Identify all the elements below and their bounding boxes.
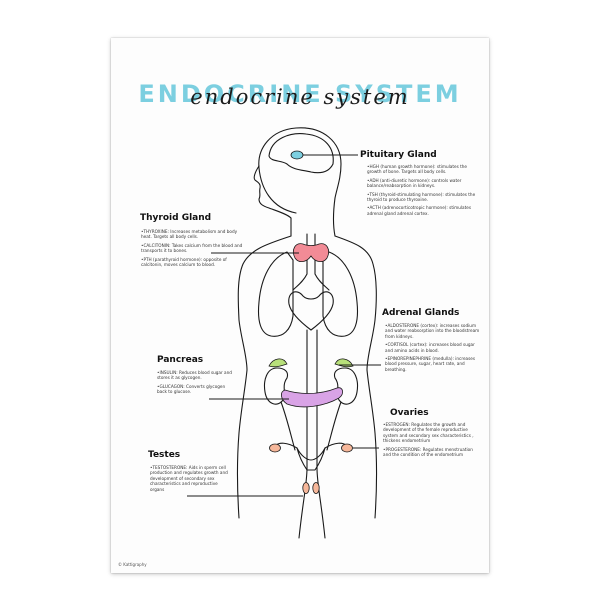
testes-icon-left bbox=[302, 482, 310, 494]
testes-description: •TESTOSTERONE: Aids in sperm cell produc… bbox=[150, 465, 232, 495]
ovaries-description: •ESTROGEN: Regulates the growth and deve… bbox=[383, 422, 479, 460]
adrenal-description: •ALDOSTERONE (cortex): increases sodium … bbox=[385, 323, 481, 375]
thyroid-calcitonin: •CALCITONIN: Takes calcium from the bloo… bbox=[141, 242, 243, 254]
thyroid-label: Thyroid Gland bbox=[140, 213, 212, 223]
testes-testosterone: •TESTOSTERONE: Aids in sperm cell produc… bbox=[150, 465, 228, 492]
testes-label: Testes bbox=[148, 450, 181, 460]
head-outline bbox=[258, 127, 342, 214]
pituitary-acth: •ACTH (adrenocorticotropic hormone): sti… bbox=[367, 205, 472, 216]
body-diagram bbox=[187, 127, 381, 539]
ovaries-progesterone: •PROGESTERONE: Regulates menstruation an… bbox=[383, 446, 473, 458]
ovaries-label: Ovaries bbox=[390, 408, 429, 418]
credit-text: © Kattigraphy bbox=[118, 562, 147, 567]
aorta bbox=[298, 329, 308, 539]
adrenal-gland-icon-left bbox=[268, 358, 288, 368]
right-lung bbox=[322, 251, 359, 337]
pancreas-glucagon: •GLUCAGON: Converts glycogen back to glu… bbox=[157, 383, 226, 395]
vena-cava bbox=[316, 329, 326, 539]
uterus bbox=[296, 447, 326, 471]
pituitary-description: •HGH (human growth hormone): stimulates … bbox=[367, 164, 479, 219]
right-kidney bbox=[333, 367, 359, 405]
left-torso-outline bbox=[236, 235, 292, 519]
right-torso-outline bbox=[334, 235, 378, 519]
thyroid-description: •THYROXINE: Increases metabolism and bod… bbox=[141, 229, 249, 270]
left-lung bbox=[257, 251, 294, 337]
adrenal-cortisol: •CORTISOL (cortex): increases blood suga… bbox=[385, 342, 475, 353]
heart bbox=[288, 291, 334, 331]
adrenal-gland-icon-right bbox=[334, 358, 354, 368]
ovaries-icon-left bbox=[269, 443, 281, 453]
pancreas-insulin: •INSULIN: Reduces blood sugar and stores… bbox=[157, 370, 232, 381]
pituitary-hgh: •HGH (human growth hormone): stimulates … bbox=[367, 164, 467, 175]
pituitary-tsh: •TSH (thyroid-stimulating hormone): stim… bbox=[367, 191, 476, 203]
ovaries-icon-right bbox=[341, 443, 353, 453]
pituitary-adh: •ADH (anti-diuretic hormone): controls w… bbox=[367, 177, 462, 189]
pancreas-icon bbox=[281, 387, 343, 408]
face-profile bbox=[253, 165, 292, 219]
adrenal-epinorepinephrine: •EPINOREPINEPHRINE (medulla): increases … bbox=[385, 356, 476, 372]
trachea bbox=[292, 233, 330, 291]
poster: ENDOCRINE SYSTEM endocrine system bbox=[111, 38, 489, 573]
neck-outline bbox=[290, 197, 336, 237]
thyroid-pth: •PTH (parathyroid hormone): opposite of … bbox=[141, 256, 227, 268]
pituitary-label: Pituitary Gland bbox=[360, 150, 437, 160]
pancreas-label: Pancreas bbox=[157, 355, 204, 365]
pituitary-gland-icon bbox=[290, 150, 304, 160]
fallopian-tubes bbox=[274, 442, 348, 449]
title-back-text: ENDOCRINE SYSTEM bbox=[138, 80, 462, 108]
adrenal-aldosterone: •ALDOSTERONE (cortex): increases sodium … bbox=[385, 323, 480, 339]
title-script-text: endocrine system bbox=[190, 85, 410, 109]
ureters bbox=[280, 401, 342, 451]
adrenal-label: Adrenal Glands bbox=[382, 308, 460, 318]
pancreas-description: •INSULIN: Reduces blood sugar and stores… bbox=[157, 370, 235, 398]
ovaries-estrogen: •ESTROGEN: Regulates the growth and deve… bbox=[383, 422, 474, 444]
poster-title: ENDOCRINE SYSTEM endocrine system bbox=[111, 78, 489, 118]
testes-icon-right bbox=[312, 482, 320, 494]
brain-outline bbox=[268, 133, 334, 174]
thyroid-gland-icon bbox=[293, 243, 329, 262]
thyroid-thyroxine: •THYROXINE: Increases metabolism and bod… bbox=[141, 229, 238, 240]
